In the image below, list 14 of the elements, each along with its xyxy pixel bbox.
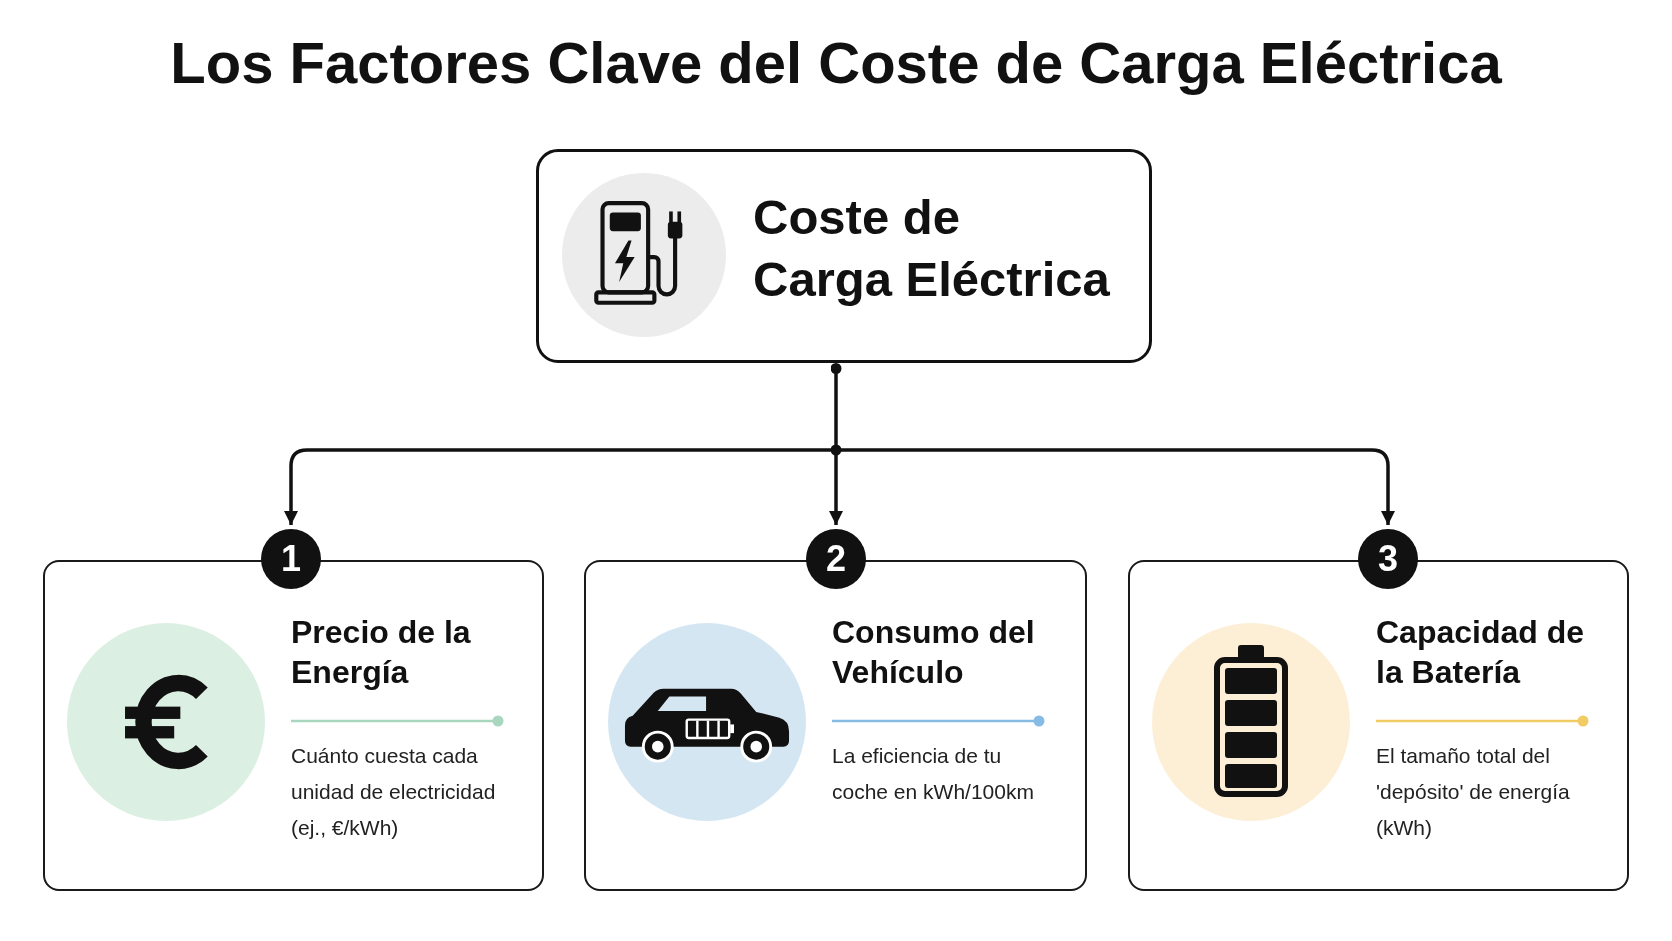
card-heading: Precio de la Energía (291, 613, 472, 692)
step-number: 2 (806, 529, 866, 589)
card-description: La eficiencia de tu coche en kWh/100km (832, 743, 1035, 805)
arrow (829, 450, 843, 525)
card-heading: Capacidad de la Batería (1376, 613, 1586, 692)
card-heading: Consumo del Vehículo (832, 613, 1036, 692)
card-description: Cuánto cuesta cada unidad de electricidad (ej., €/kWh) (291, 743, 497, 841)
step-number: 1 (261, 529, 321, 589)
title: Los Factores Clave del Coste de Carga Eléctrica (169, 29, 1503, 97)
step-number: 3 (1358, 529, 1418, 589)
connector-line (830, 363, 842, 456)
box-title: Coste de Carga Eléctrica (753, 189, 1110, 308)
card-description: El tamaño total del 'depósito' de energía (kWh) (1376, 743, 1571, 841)
topic-box (536, 149, 1152, 363)
